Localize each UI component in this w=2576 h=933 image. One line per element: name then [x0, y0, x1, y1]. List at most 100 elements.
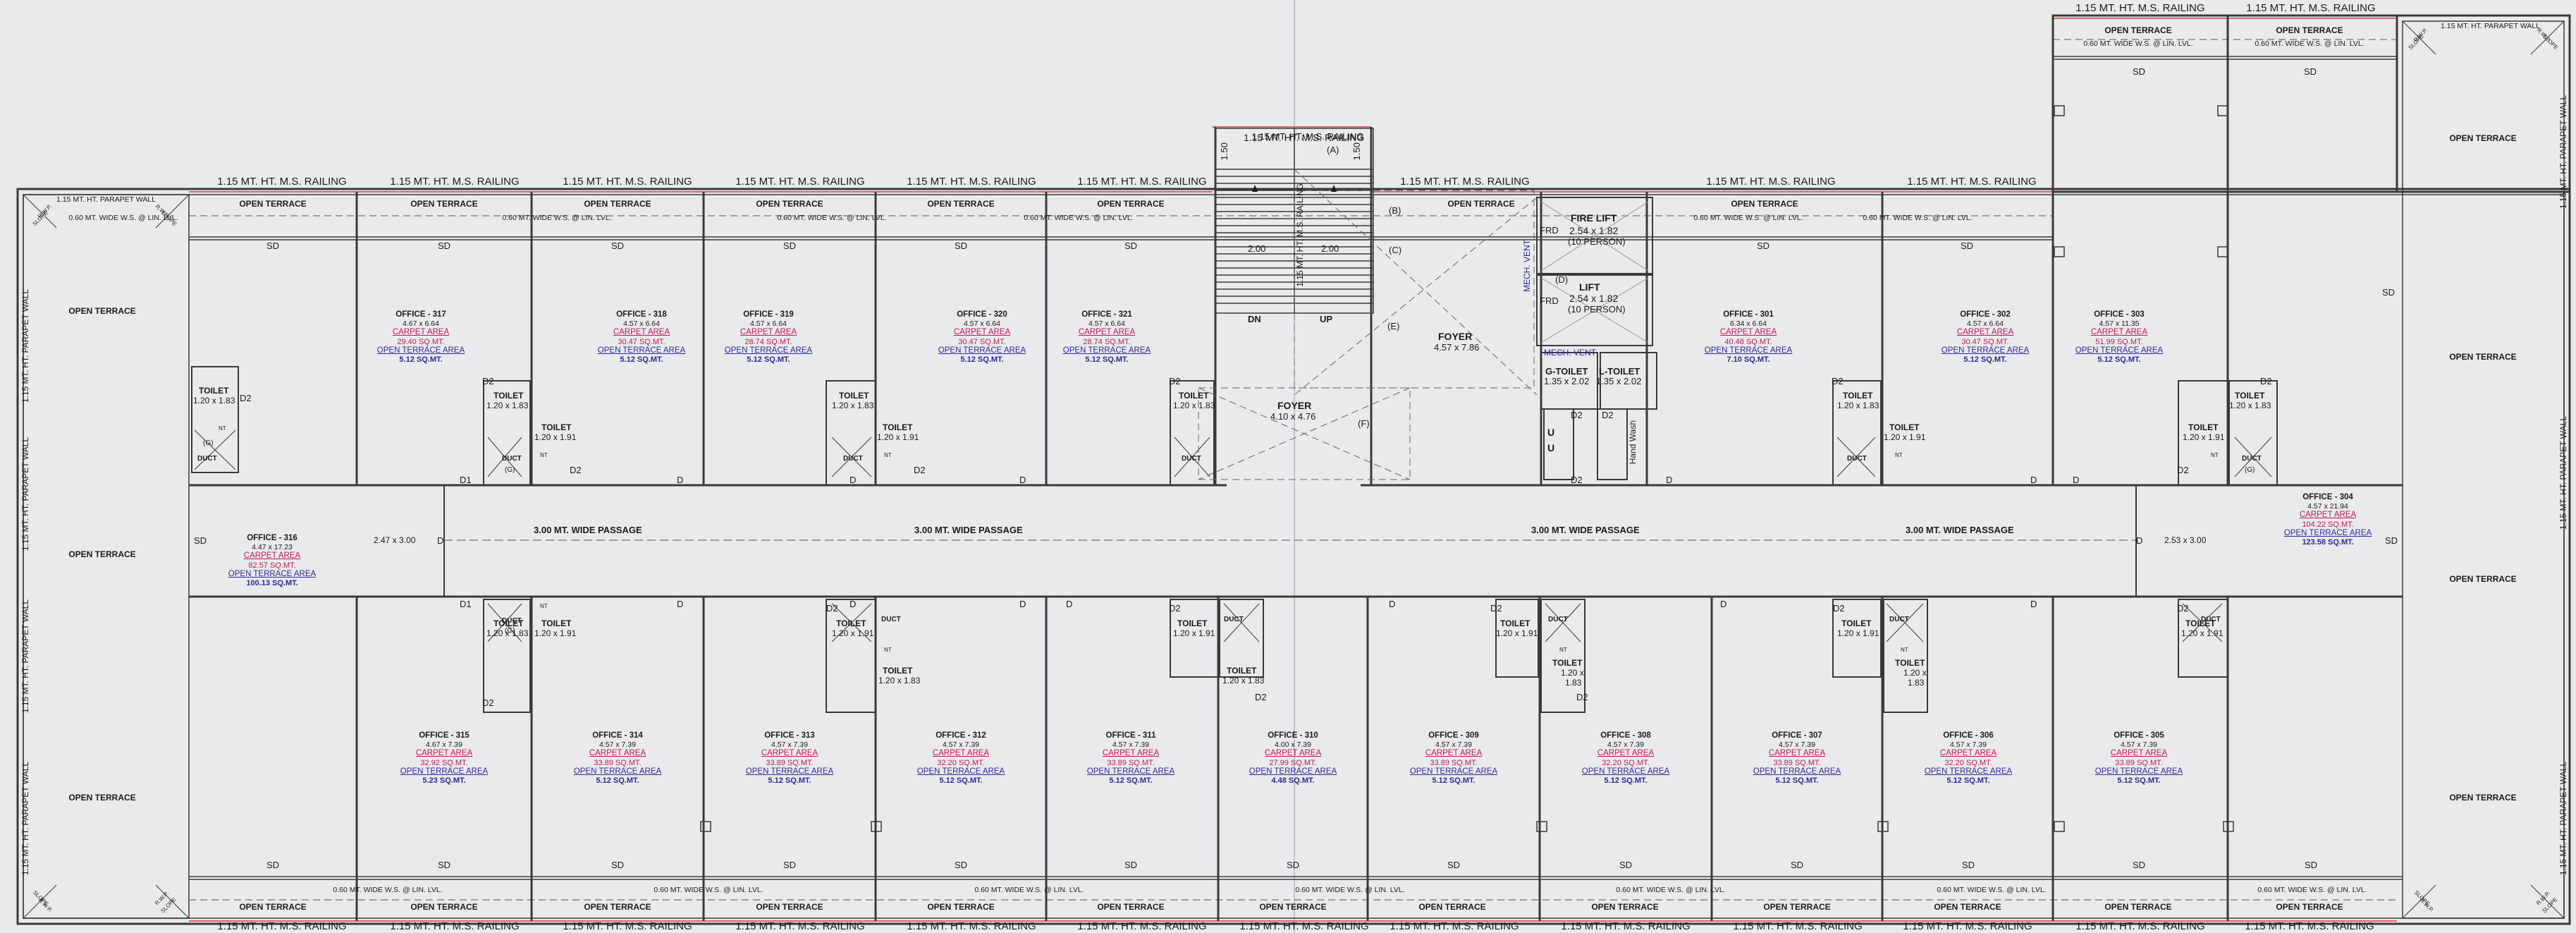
mark-label: (A) — [1327, 145, 1339, 155]
railing-label: 1.15 MT. HT. M.S. RAILING — [217, 176, 347, 188]
toilet-label: TOILET — [839, 391, 869, 401]
toilet-dim: 1.20 x 1.83 — [486, 628, 529, 638]
office-dim: 4.57 x 7.39 — [1779, 740, 1815, 750]
open-terrace-area-label: OPEN TERRACE AREA — [228, 570, 317, 579]
open-terrace-label: OPEN TERRACE — [584, 902, 651, 912]
duct-label: DUCT — [1889, 616, 1909, 623]
open-terrace-area-label: OPEN TERRACE AREA — [1062, 346, 1151, 355]
carpet-area-label: CARPET AREA — [1078, 328, 1136, 337]
open-terrace-label: OPEN TERRACE — [1097, 199, 1165, 209]
ws-label: 0.60 MT. WIDE W.S. @ LIN. LVL. — [2255, 39, 2365, 48]
toilet-dim: 1.20 x 1.91 — [832, 628, 874, 638]
toilet-dim: 1.20 x 1.91 — [1837, 628, 1879, 638]
fire-lift-dim: 2.54 x 1.82 — [1569, 225, 1619, 236]
passage-label: 3.00 MT. WIDE PASSAGE — [1906, 525, 2014, 535]
open-terrace-area-value: 5.12 SQ.MT. — [768, 776, 811, 786]
lift-dim: 2.54 x 1.82 — [1569, 293, 1619, 304]
office-name: OFFICE - 309 — [1428, 731, 1479, 740]
duct-label: DUCT — [1847, 455, 1867, 463]
railing-label: 1.15 MT. HT. M.S. RAILING — [217, 920, 347, 932]
railing-label: 1.15 MT. HT. M.S. RAILING — [1561, 920, 1691, 932]
duct-g-label: (G) — [505, 466, 515, 474]
carpet-area-label: CARPET AREA — [2090, 328, 2148, 337]
open-terrace-area-label: OPEN TERRACE AREA — [2075, 346, 2164, 355]
ws-label: 0.60 MT. WIDE W.S. @ LIN. LVL. — [2083, 39, 2193, 48]
office-name: OFFICE - 319 — [743, 310, 794, 319]
carpet-area-value: 104.22 SQ.MT. — [2302, 520, 2354, 529]
office-name: OFFICE - 315 — [419, 731, 470, 740]
office-card: OFFICE - 308 4.57 x 7.39 CARPET AREA 32.… — [1582, 731, 1669, 786]
office-card: OFFICE - 305 4.57 x 7.39 CARPET AREA 33.… — [2095, 731, 2183, 786]
office-dim: 6.34 x 6.64 — [1730, 319, 1767, 329]
toilet-blocks-top — [191, 366, 2278, 486]
ws-label: 0.60 MT. WIDE W.S. @ LIN. LVL. — [333, 886, 443, 894]
ws-label: 0.60 MT. WIDE W.S. @ LIN. LVL. — [974, 886, 1084, 894]
open-terrace-area-label: OPEN TERRACE AREA — [916, 767, 1005, 776]
nt-label: NT — [1559, 647, 1567, 653]
nt-label: NT — [540, 603, 548, 609]
toilet-dim: 1.20 x 1.83 — [1173, 401, 1215, 410]
railing-label: 1.15 MT. HT. M.S. RAILING — [390, 920, 520, 932]
open-terrace-label: OPEN TERRACE — [239, 199, 307, 209]
passage-dim-right: 2.53 x 3.00 — [2164, 535, 2207, 545]
down-label: DN — [1248, 314, 1261, 324]
office-card: OFFICE - 302 4.57 x 6.64 CARPET AREA 30.… — [1942, 310, 2029, 365]
mark-label: (F) — [1358, 418, 1370, 429]
corner-slopes — [23, 20, 2565, 919]
open-terrace-area-value: 5.12 SQ.MT. — [747, 355, 790, 365]
carpet-area-label: CARPET AREA — [392, 328, 450, 337]
ws-label: 0.60 MT. WIDE W.S. @ LIN. LVL. — [502, 214, 612, 222]
carpet-area-value: 33.89 SQ.MT. — [1107, 758, 1155, 767]
duct-label: DUCT — [881, 616, 901, 623]
door-label: D — [1019, 599, 1026, 609]
door-label: D — [2030, 475, 2037, 485]
column-marks — [700, 105, 2234, 832]
sd-label: SD — [193, 535, 207, 546]
nt-label: NT — [540, 452, 548, 458]
carpet-area-value: 82.57 SQ.MT. — [248, 561, 296, 570]
railing-label: 1.15 MT. HT. M.S. RAILING — [1903, 920, 2032, 932]
office-card: OFFICE - 310 4.00 x 7.39 CARPET AREA 27.… — [1249, 731, 1337, 786]
ws-label: 0.60 MT. WIDE W.S. @ LIN. LVL. — [1693, 214, 1803, 222]
open-terrace-area-value: 5.12 SQ.MT. — [1963, 355, 2007, 365]
railing-core-label: 1.15 MT. HT. M.S. RAILING — [1244, 132, 1365, 143]
stair-dim: 1.50 — [1219, 142, 1229, 161]
office-name: OFFICE - 314 — [592, 731, 643, 740]
carpet-area-value: 30.47 SQ.MT. — [1961, 337, 2009, 346]
duct-label: DUCT — [843, 455, 863, 463]
office-card: OFFICE - 315 4.67 x 7.39 CARPET AREA 32.… — [400, 731, 488, 786]
toilet-label: TOILET — [493, 618, 524, 628]
carpet-area-value: 33.89 SQ.MT. — [2115, 758, 2163, 767]
fire-lift-label: FIRE LIFT — [1571, 212, 1617, 224]
open-terrace-area-label: OPEN TERRACE AREA — [724, 346, 813, 355]
door-label: D2 — [482, 376, 494, 386]
railing-label: 1.15 MT. HT. M.S. RAILING — [2075, 920, 2205, 932]
open-terrace-area-label: OPEN TERRACE AREA — [1581, 767, 1670, 776]
office-dim: 4.57 x 6.64 — [964, 319, 1000, 329]
office-card: OFFICE - 307 4.57 x 7.39 CARPET AREA 33.… — [1753, 731, 1841, 786]
sd-label: SD — [2381, 287, 2396, 298]
toilet-label: TOILET — [1843, 391, 1873, 401]
office-name: OFFICE - 320 — [957, 310, 1007, 319]
office-card: OFFICE - 301 6.34 x 6.64 CARPET AREA 40.… — [1705, 310, 1792, 365]
office-dim: 4.67 x 7.39 — [426, 740, 462, 750]
office-name: OFFICE - 306 — [1943, 731, 1994, 740]
toilet-dim: 1.20 x 1.91 — [877, 432, 919, 442]
railing-label: 1.15 MT. HT. M.S. RAILING — [1239, 920, 1369, 932]
open-terrace-area-value: 5.12 SQ.MT. — [2117, 776, 2161, 786]
ws-label: 0.60 MT. WIDE W.S. @ LIN. LVL. — [1937, 886, 2047, 894]
frd-label: FRD — [1540, 225, 1559, 236]
office-card: OFFICE - 309 4.57 x 7.39 CARPET AREA 33.… — [1410, 731, 1497, 786]
passage-dim-left: 2.47 x 3.00 — [374, 535, 416, 545]
sd-label: SD — [2132, 66, 2146, 77]
toilet-dim: 1.20 x 1.91 — [534, 432, 577, 442]
office-card: OFFICE - 318 4.57 x 6.64 CARPET AREA 30.… — [598, 310, 685, 365]
toilet-dim: 1.20 x 1.83 — [486, 401, 529, 410]
office-dim: 4.57 x 7.39 — [2121, 740, 2157, 750]
railing-lines — [189, 18, 2397, 922]
office-dim: 4.57 x 21.94 — [2307, 502, 2348, 511]
parapet-label-vertical: 1.15 MT. HT. PARAPET WALL — [2558, 416, 2568, 530]
toilet-dim: 1.20 x 1.83 — [832, 401, 874, 410]
toilet-label: TOILET — [2185, 618, 2216, 628]
up-label: UP — [1320, 314, 1333, 324]
